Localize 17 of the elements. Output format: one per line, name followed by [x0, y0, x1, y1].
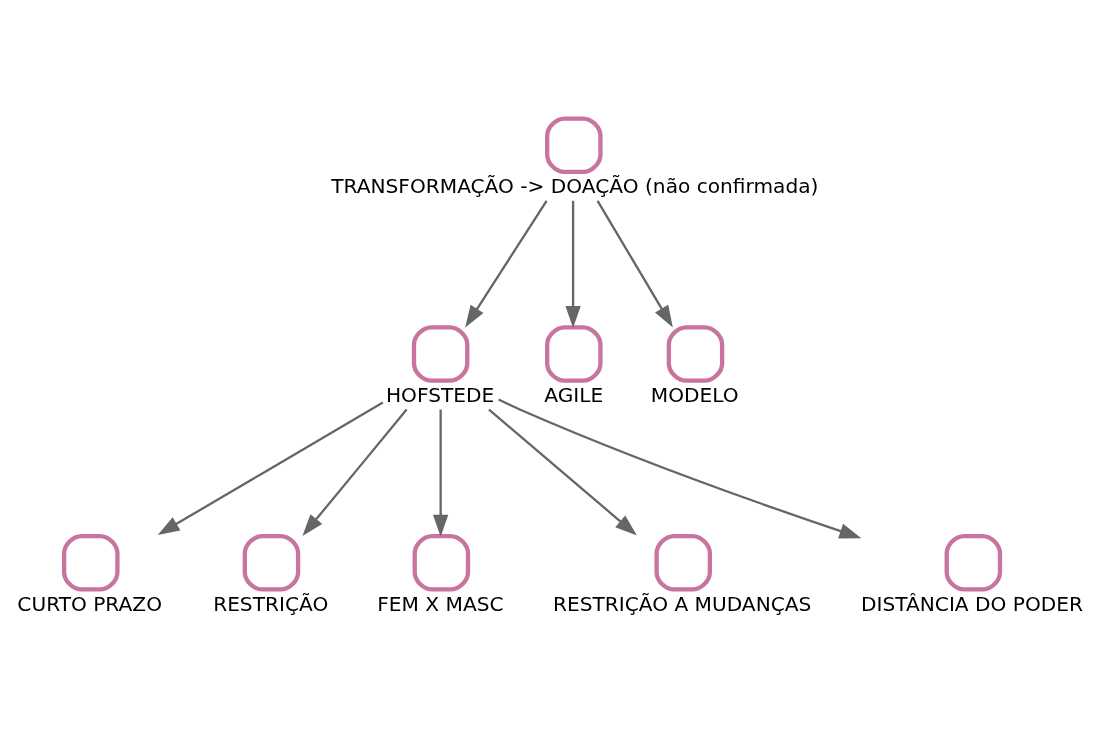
- node-label: DISTÂNCIA DO PODER: [861, 591, 1084, 616]
- node-label: FEM X MASC: [377, 591, 504, 616]
- arrow: [157, 400, 384, 535]
- arrow: [432, 409, 449, 537]
- node-label: RESTRIÇÃO A MUDANÇAS: [552, 591, 812, 616]
- node-label: MODELO: [650, 382, 739, 407]
- arrow: [465, 199, 548, 327]
- node-label: CURTO PRAZO: [17, 591, 162, 616]
- arrow: [302, 408, 408, 536]
- node-label: AGILE: [544, 382, 604, 407]
- arrow: [565, 200, 581, 328]
- node-label: RESTRIÇÃO: [213, 591, 329, 616]
- node-label: TRANSFORMAÇÃO -> DOAÇÃO (não confirmada): [331, 173, 819, 198]
- arrow: [596, 199, 673, 327]
- arrow: [488, 408, 637, 535]
- arrow: [498, 398, 862, 538]
- node-label: HOFSTEDE: [385, 382, 495, 407]
